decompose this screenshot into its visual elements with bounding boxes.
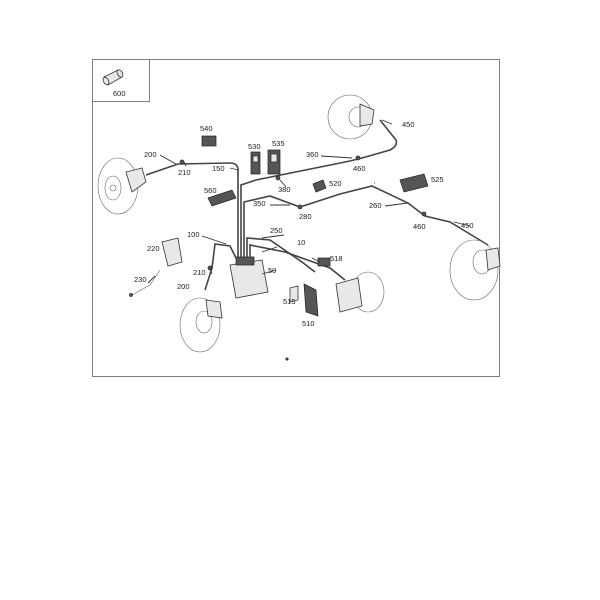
part-600-sleeve <box>102 69 124 86</box>
part-520-connector <box>312 179 327 193</box>
part-50-hydraulic-unit <box>229 256 269 299</box>
label-600: 600 <box>113 89 126 98</box>
label-100: 100 <box>187 230 200 239</box>
part-510-bracket <box>303 283 319 317</box>
label-210-top: 210 <box>178 168 191 177</box>
label-150: 150 <box>212 164 225 173</box>
label-450-right: 450 <box>461 221 474 230</box>
label-518: 518 <box>330 254 343 263</box>
label-520: 520 <box>329 179 342 188</box>
disc-brake-rear-left <box>449 239 501 301</box>
leader-lines <box>147 119 471 284</box>
label-535: 535 <box>272 139 285 148</box>
disc-brake-rear-right <box>327 94 375 140</box>
label-460-top: 460 <box>353 164 366 173</box>
label-530: 530 <box>248 142 261 151</box>
part-525-control-unit <box>399 173 429 193</box>
part-515-bracket <box>289 285 299 303</box>
label-510: 510 <box>302 319 315 328</box>
label-540: 540 <box>200 124 213 133</box>
label-200-top: 200 <box>144 150 157 159</box>
part-10-brake-booster <box>335 271 385 313</box>
label-10: 10 <box>297 238 305 247</box>
brake-lines <box>131 119 489 296</box>
label-210-bottom: 210 <box>193 268 206 277</box>
label-250: 250 <box>270 226 283 235</box>
disc-brake-front-right <box>179 297 223 353</box>
part-220-sensor <box>161 237 183 267</box>
part-540-connector <box>201 135 217 147</box>
label-525: 525 <box>431 175 444 184</box>
label-460-right: 460 <box>413 222 426 231</box>
diagram-frame <box>92 59 500 377</box>
label-220: 220 <box>147 244 160 253</box>
part-535-relay <box>267 149 281 175</box>
inset-box <box>92 59 150 102</box>
label-280: 280 <box>299 212 312 221</box>
label-350: 350 <box>253 199 266 208</box>
label-360: 360 <box>306 150 319 159</box>
label-450-top: 450 <box>402 120 415 129</box>
label-380: 380 <box>278 185 291 194</box>
label-560: 560 <box>204 186 217 195</box>
label-260: 260 <box>369 201 382 210</box>
part-560-fuse-block <box>207 189 237 207</box>
label-515: 515 <box>283 297 296 306</box>
part-530-relay <box>250 151 261 175</box>
disc-brake-front-left <box>97 157 147 215</box>
part-518-connector <box>317 257 331 267</box>
label-50: 50 <box>268 266 276 275</box>
label-200-bottom: 200 <box>177 282 190 291</box>
label-230: 230 <box>134 275 147 284</box>
